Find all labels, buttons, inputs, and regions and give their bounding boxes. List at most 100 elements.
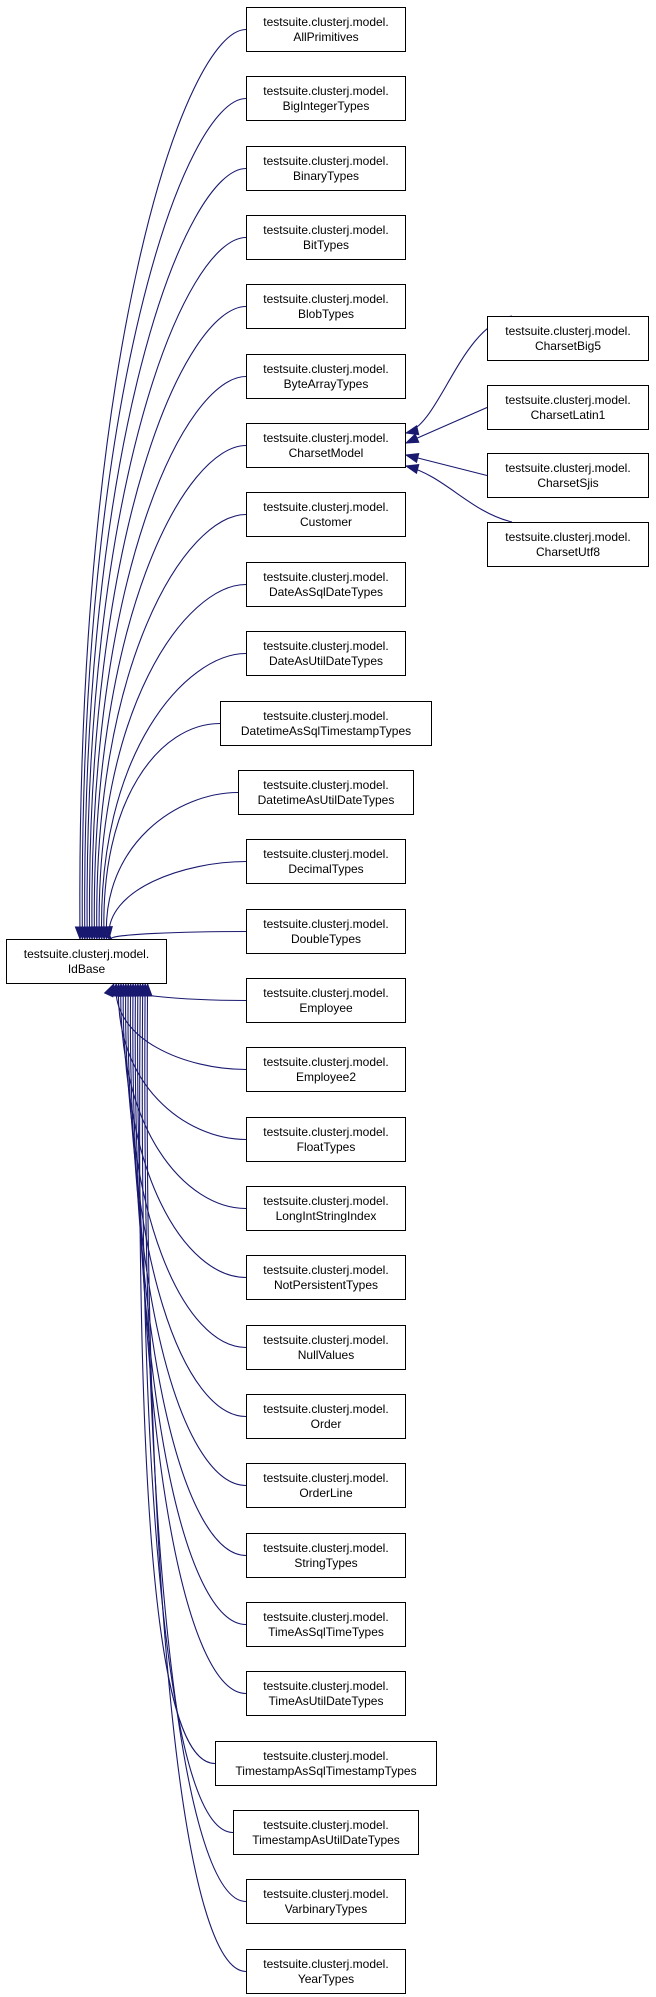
edge-to-idbase (129, 983, 247, 1487)
node-package-label: testsuite.clusterj.model. (263, 569, 389, 584)
node-package-label: testsuite.clusterj.model. (263, 361, 389, 376)
node-class-label: CharsetSjis (537, 475, 599, 490)
node-package-label: testsuite.clusterj.model. (263, 1609, 389, 1624)
node-class-label: LongIntStringIndex (275, 1208, 377, 1223)
node-class-label: IdBase (67, 961, 106, 976)
edge-to-idbase (118, 983, 247, 1141)
node-package-label: testsuite.clusterj.model. (263, 1678, 389, 1693)
node-bit-types[interactable]: testsuite.clusterj.model.BitTypes (246, 215, 406, 260)
node-timestamp-as-util-date-types[interactable]: testsuite.clusterj.model.TimestampAsUtil… (233, 1810, 419, 1855)
edge-to-idbase (81, 97, 247, 940)
node-all-primitives[interactable]: testsuite.clusterj.model.AllPrimitives (246, 7, 406, 52)
node-double-types[interactable]: testsuite.clusterj.model.DoubleTypes (246, 909, 406, 954)
node-class-label: DateAsSqlDateTypes (268, 584, 384, 599)
node-package-label: testsuite.clusterj.model. (263, 83, 389, 98)
node-package-label: testsuite.clusterj.model. (505, 392, 631, 407)
edge-to-idbase (141, 983, 234, 1834)
node-charset-model[interactable]: testsuite.clusterj.model.CharsetModel (246, 423, 406, 468)
node-decimal-types[interactable]: testsuite.clusterj.model.DecimalTypes (246, 839, 406, 884)
edge-to-idbase (146, 983, 247, 1973)
node-class-label: StringTypes (294, 1555, 358, 1570)
node-class-label: DoubleTypes (290, 931, 362, 946)
edge-arrowhead (404, 453, 420, 464)
edge-to-charsetmodel (405, 454, 488, 477)
node-class-label: CharsetLatin1 (530, 407, 606, 422)
node-big-integer-types[interactable]: testsuite.clusterj.model.BigIntegerTypes (246, 76, 406, 121)
node-charset-latin1[interactable]: testsuite.clusterj.model.CharsetLatin1 (487, 385, 649, 430)
node-class-label: ByteArrayTypes (283, 376, 369, 391)
node-class-label: Customer (299, 514, 352, 529)
node-package-label: testsuite.clusterj.model. (263, 916, 389, 931)
node-class-label: DateAsUtilDateTypes (268, 653, 384, 668)
node-class-label: NullValues (297, 1347, 355, 1362)
edge-to-idbase (84, 167, 247, 940)
node-idbase[interactable]: testsuite.clusterj.model. IdBase (6, 939, 167, 984)
edge-to-idbase (79, 28, 247, 940)
node-class-label: TimeAsUtilDateTypes (268, 1693, 384, 1708)
node-long-int-string-index[interactable]: testsuite.clusterj.model.LongIntStringIn… (246, 1186, 406, 1231)
edge-arrowhead (404, 464, 420, 475)
node-timestamp-as-sql-timestamp-types[interactable]: testsuite.clusterj.model.TimestampAsSqlT… (215, 1741, 437, 1786)
node-package-label: testsuite.clusterj.model. (263, 777, 389, 792)
node-package-label: testsuite.clusterj.model. (263, 985, 389, 1000)
node-package-label: testsuite.clusterj.model. (263, 1262, 389, 1277)
edge-to-idbase (103, 722, 221, 940)
node-time-as-util-date-types[interactable]: testsuite.clusterj.model.TimeAsUtilDateT… (246, 1671, 406, 1716)
edge-to-idbase (139, 983, 216, 1765)
node-binary-types[interactable]: testsuite.clusterj.model.BinaryTypes (246, 146, 406, 191)
node-year-types[interactable]: testsuite.clusterj.model.YearTypes (246, 1949, 406, 1994)
node-package-label: testsuite.clusterj.model. (263, 1332, 389, 1347)
node-package-label: testsuite.clusterj.model. (263, 1886, 389, 1901)
node-class-label: CharsetBig5 (534, 338, 602, 353)
node-employee2[interactable]: testsuite.clusterj.model.Employee2 (246, 1047, 406, 1092)
node-package-label: testsuite.clusterj.model. (263, 1540, 389, 1555)
node-charset-utf8[interactable]: testsuite.clusterj.model.CharsetUtf8 (487, 522, 649, 567)
node-class-label: BitTypes (302, 237, 350, 252)
node-not-persistent-types[interactable]: testsuite.clusterj.model.NotPersistentTy… (246, 1255, 406, 1300)
node-varbinary-types[interactable]: testsuite.clusterj.model.VarbinaryTypes (246, 1879, 406, 1924)
edge-to-idbase (120, 983, 247, 1210)
node-null-values[interactable]: testsuite.clusterj.model.NullValues (246, 1325, 406, 1370)
edge-to-idbase (96, 513, 247, 940)
edge-to-idbase (134, 983, 247, 1626)
node-order-line[interactable]: testsuite.clusterj.model.OrderLine (246, 1463, 406, 1508)
node-package-label: testsuite.clusterj.model. (263, 1054, 389, 1069)
node-time-as-sql-time-types[interactable]: testsuite.clusterj.model.TimeAsSqlTimeTy… (246, 1602, 406, 1647)
node-order[interactable]: testsuite.clusterj.model.Order (246, 1394, 406, 1439)
edge-to-idbase (86, 236, 247, 940)
node-package-label: testsuite.clusterj.model. (263, 1470, 389, 1485)
node-package-label: testsuite.clusterj.model. (263, 153, 389, 168)
node-class-label: VarbinaryTypes (284, 1901, 368, 1916)
node-class-label: CharsetModel (288, 445, 364, 460)
node-byte-array-types[interactable]: testsuite.clusterj.model.ByteArrayTypes (246, 354, 406, 399)
node-class-label: DatetimeAsSqlTimestampTypes (240, 723, 412, 738)
edge-to-idbase (115, 983, 247, 1071)
node-class-label: YearTypes (297, 1971, 355, 1986)
edge-to-idbase (127, 983, 247, 1418)
node-blob-types[interactable]: testsuite.clusterj.model.BlobTypes (246, 284, 406, 329)
node-package-label: testsuite.clusterj.model. (263, 1193, 389, 1208)
node-string-types[interactable]: testsuite.clusterj.model.StringTypes (246, 1533, 406, 1578)
node-float-types[interactable]: testsuite.clusterj.model.FloatTypes (246, 1117, 406, 1162)
node-class-label: OrderLine (299, 1485, 353, 1500)
edge-arrowhead (98, 926, 113, 940)
node-package-label: testsuite.clusterj.model. (263, 846, 389, 861)
node-package-label: testsuite.clusterj.model. (263, 1124, 389, 1139)
edge-to-idbase (125, 983, 247, 1349)
node-package-label: testsuite.clusterj.model. (263, 1748, 389, 1763)
node-date-as-util-date-types[interactable]: testsuite.clusterj.model.DateAsUtilDateT… (246, 631, 406, 676)
node-customer[interactable]: testsuite.clusterj.model.Customer (246, 492, 406, 537)
node-employee[interactable]: testsuite.clusterj.model.Employee (246, 978, 406, 1023)
node-charset-big5[interactable]: testsuite.clusterj.model.CharsetBig5 (487, 316, 649, 361)
edge-to-idbase (122, 983, 247, 1279)
node-package-label: testsuite.clusterj.model. (263, 14, 389, 29)
node-datetime-as-sql-timestamp-types[interactable]: testsuite.clusterj.model.DatetimeAsSqlTi… (220, 701, 432, 746)
node-package-label: testsuite.clusterj.model. (23, 946, 150, 961)
node-charset-sjis[interactable]: testsuite.clusterj.model.CharsetSjis (487, 453, 649, 498)
node-datetime-as-util-date-types[interactable]: testsuite.clusterj.model.DatetimeAsUtilD… (238, 770, 414, 815)
node-date-as-sql-date-types[interactable]: testsuite.clusterj.model.DateAsSqlDateTy… (246, 562, 406, 607)
node-class-label: BigIntegerTypes (282, 98, 370, 113)
node-package-label: testsuite.clusterj.model. (263, 291, 389, 306)
edge-to-charsetmodel (405, 406, 488, 444)
